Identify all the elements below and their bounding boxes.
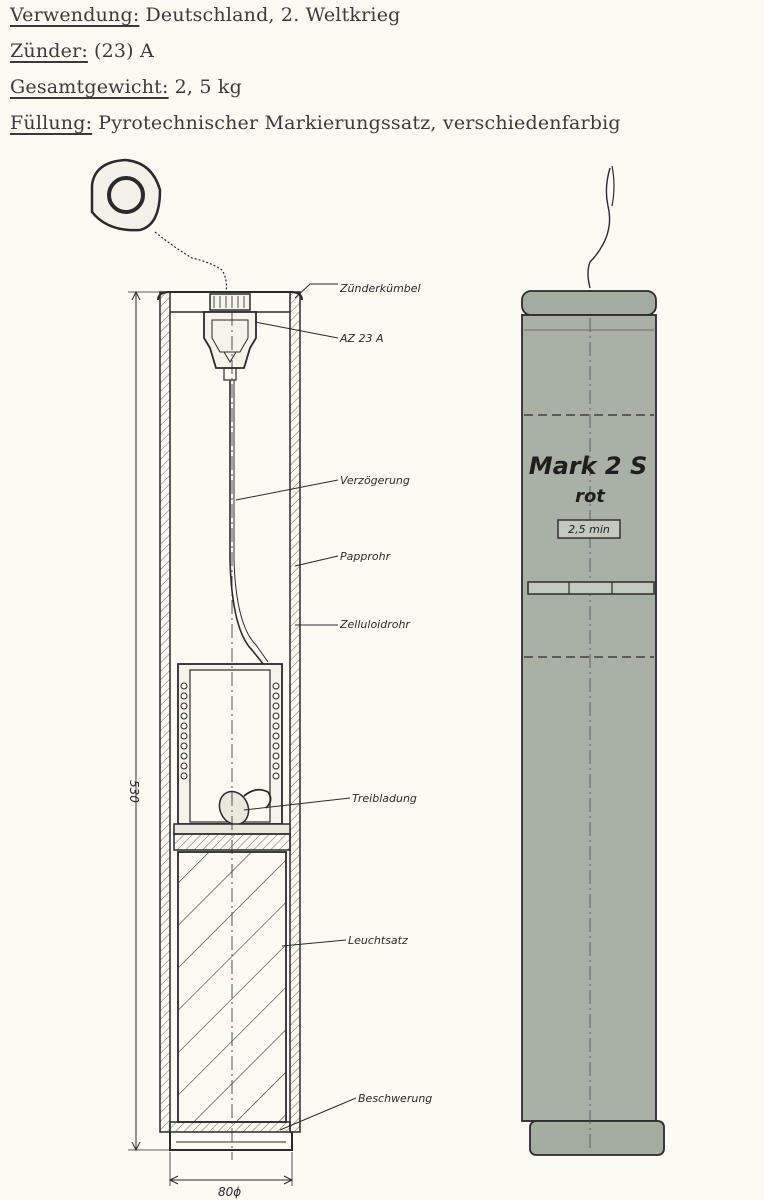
filling-key: Füllung:: [10, 112, 93, 134]
weight-line: Gesamtgewicht:2, 5 kg: [10, 74, 242, 100]
weight-key: Gesamtgewicht:: [10, 76, 169, 98]
hanger-wire-icon: [587, 167, 611, 289]
label-fuze-type: AZ 23 A: [339, 332, 384, 345]
label-celluloid-tube: Zelluloidrohr: [339, 618, 411, 631]
length-dimension: 530: [127, 780, 141, 803]
marking-color: rot: [575, 486, 606, 507]
label-illuminant: Leuchtsatz: [348, 934, 408, 947]
fuze-icon: [203, 293, 257, 381]
filling-value: Pyrotechnischer Markierungssatz, verschi…: [98, 112, 621, 134]
outer-wall-left: [159, 291, 171, 1133]
weight-ballast: [169, 1121, 291, 1133]
expelling-charge: [177, 663, 283, 826]
usage-value: Deutschland, 2. Weltkrieg: [145, 4, 401, 26]
fuze-key: Zünder:: [10, 40, 88, 62]
diameter-dimension: 80ϕ: [218, 1185, 241, 1199]
marking-time: 2,5 min: [568, 523, 610, 536]
pull-ring-icon: [90, 158, 228, 293]
delay-cord: [229, 380, 265, 666]
section-view: [90, 158, 357, 1186]
usage-key: Verwendung:: [10, 4, 140, 26]
exterior-view: [521, 165, 665, 1156]
label-ballast: Beschwerung: [358, 1092, 432, 1105]
filling-line: Füllung:Pyrotechnischer Markierungssatz,…: [10, 110, 621, 136]
label-zuenderkuembel: Zünderkümbel: [339, 282, 421, 295]
fuze-value: (23) A: [93, 40, 154, 62]
label-paper-tube: Papprohr: [340, 550, 392, 563]
fuze-line: Zünder:(23) A: [10, 38, 154, 64]
marking-title: Mark 2 S: [529, 452, 648, 480]
outer-wall-right: [289, 291, 301, 1133]
label-delay: Verzögerung: [340, 474, 410, 487]
label-expelling-charge: Treibladung: [352, 792, 417, 805]
usage-line: Verwendung:Deutschland, 2. Weltkrieg: [10, 2, 401, 28]
weight-value: 2, 5 kg: [174, 76, 242, 98]
